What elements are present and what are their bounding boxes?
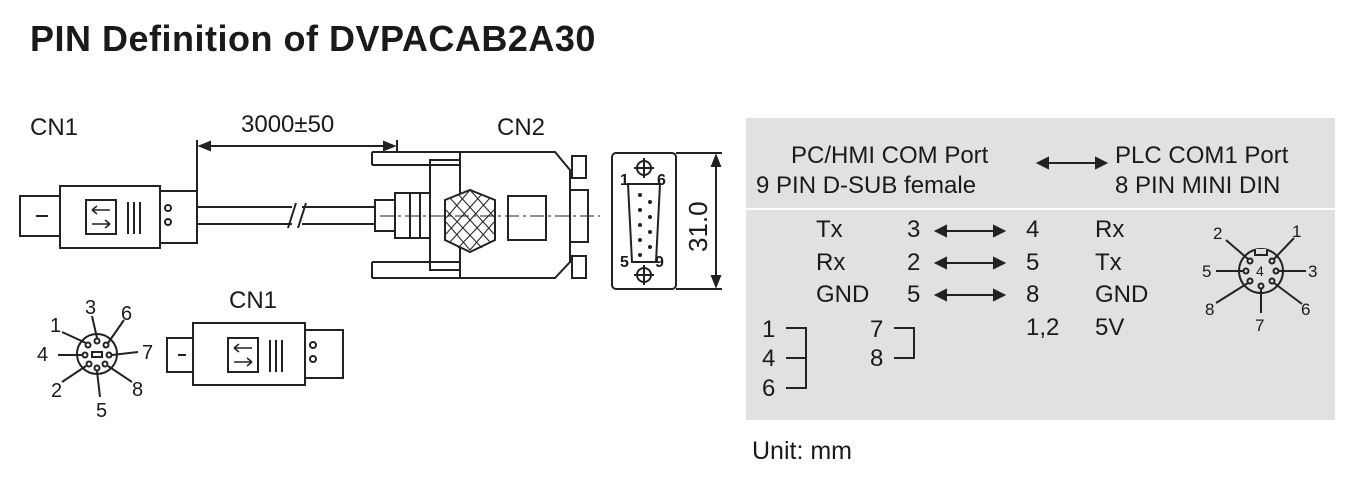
bridge-a-pin-1: 1 xyxy=(762,316,776,343)
cn1-strain-relief xyxy=(159,190,198,244)
dsub-pin-1: 1 xyxy=(620,172,629,189)
mini-din-pin-2: 2 xyxy=(1213,224,1223,243)
dsub-pin-6: 6 xyxy=(657,172,666,189)
cn1-pin-8: 8 xyxy=(132,379,144,401)
cn1-pin-7: 7 xyxy=(142,342,154,364)
mini-din-pin-4: 4 xyxy=(1256,263,1264,279)
cn2-label: CN2 xyxy=(497,114,546,141)
row2-left-pin: 2 xyxy=(907,249,921,276)
cable-drawing xyxy=(19,140,722,398)
mini-din-pin-7: 7 xyxy=(1255,316,1265,335)
row1-right-pin: 4 xyxy=(1026,216,1040,243)
row1-left-signal: Tx xyxy=(816,216,843,243)
mini-din-pin-8: 8 xyxy=(1205,300,1215,319)
pin-table-header xyxy=(746,118,1335,210)
row2-left-signal: Rx xyxy=(816,249,846,276)
mini-din-pin-6: 6 xyxy=(1301,300,1311,319)
height-dimension-label: 31.0 xyxy=(683,201,713,252)
left-header-line1: PC/HMI COM Port xyxy=(791,142,989,169)
cn1-pin-6: 6 xyxy=(121,303,133,325)
right-header-line2: 8 PIN MINI DIN xyxy=(1115,172,1281,199)
mini-din-pin-1: 1 xyxy=(1292,222,1302,241)
bridge-a-pin-6: 6 xyxy=(762,375,776,402)
row1-left-pin: 3 xyxy=(907,216,921,243)
left-header-line2: 9 PIN D-SUB female xyxy=(756,172,977,199)
power-signal: 5V xyxy=(1095,314,1125,341)
bridge-b-pin-8: 8 xyxy=(870,345,884,372)
bridge-a-pin-4: 4 xyxy=(762,345,776,372)
row3-left-pin: 5 xyxy=(907,281,921,308)
power-pins: 1,2 xyxy=(1026,314,1060,341)
cn1-pinout-label: CN1 xyxy=(229,287,278,314)
length-dimension-label: 3000±50 xyxy=(241,111,335,138)
row3-right-pin: 8 xyxy=(1026,281,1040,308)
bridge-b-pin-7: 7 xyxy=(870,316,884,343)
pin-table: PC/HMI COM Port 9 PIN D-SUB female PLC C… xyxy=(746,118,1335,420)
mini-din-pin-3: 3 xyxy=(1308,262,1318,281)
row1-right-signal: Rx xyxy=(1095,216,1125,243)
page-title: PIN Definition of DVPACAB2A30 xyxy=(30,18,596,59)
dsub-pin-5: 5 xyxy=(620,254,629,271)
pin-table-lines xyxy=(786,156,1306,389)
row3-right-signal: GND xyxy=(1095,281,1149,308)
dsub-pin-9: 9 xyxy=(655,254,664,271)
cn1-pin-1: 1 xyxy=(50,315,62,337)
row3-left-signal: GND xyxy=(816,281,870,308)
row2-right-signal: Tx xyxy=(1095,249,1122,276)
row2-right-pin: 5 xyxy=(1026,249,1040,276)
cn1-pin-3: 3 xyxy=(85,297,97,319)
cn1-pin-5: 5 xyxy=(96,400,108,422)
cn1-pin-4: 4 xyxy=(37,344,49,366)
right-header-line1: PLC COM1 Port xyxy=(1115,142,1289,169)
unit-label: Unit: mm xyxy=(752,437,852,465)
cn1-pin-2: 2 xyxy=(51,380,63,402)
mini-din-pin-5: 5 xyxy=(1202,262,1212,281)
cn1-label: CN1 xyxy=(30,114,79,141)
